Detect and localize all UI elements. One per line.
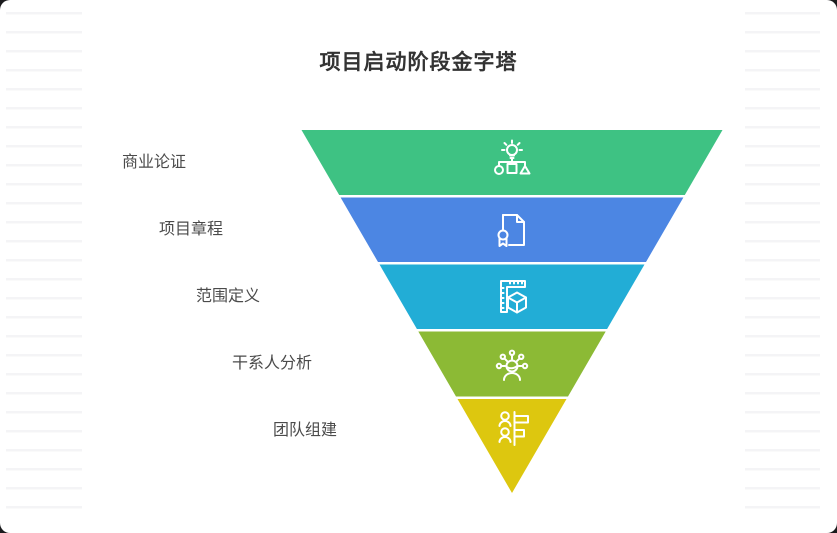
background-stripes-right	[745, 12, 820, 525]
funnel-label-scope-definition: 范围定义	[195, 286, 260, 305]
funnel-segment-team-building	[457, 399, 567, 493]
background-stripes-left	[6, 12, 82, 525]
idea-hierarchy-icon	[494, 139, 531, 175]
team-roster-icon	[498, 411, 529, 446]
ruler-cube-icon	[500, 280, 527, 314]
funnel-segment-project-charter	[340, 197, 684, 262]
stakeholder-network-icon	[495, 349, 529, 381]
chart-title: 项目启动阶段金字塔	[319, 50, 518, 74]
funnel-label-business-case: 商业论证	[121, 152, 186, 171]
funnel-label-team-building: 团队组建	[272, 420, 337, 439]
funnel-label-stakeholder-analysis: 干系人分析	[231, 353, 312, 372]
funnel-label-project-charter: 项目章程	[158, 219, 223, 238]
funnel-segment-stakeholder-analysis	[418, 331, 606, 397]
funnel-segment-scope-definition	[379, 264, 645, 329]
certificate-document-icon	[497, 214, 525, 247]
